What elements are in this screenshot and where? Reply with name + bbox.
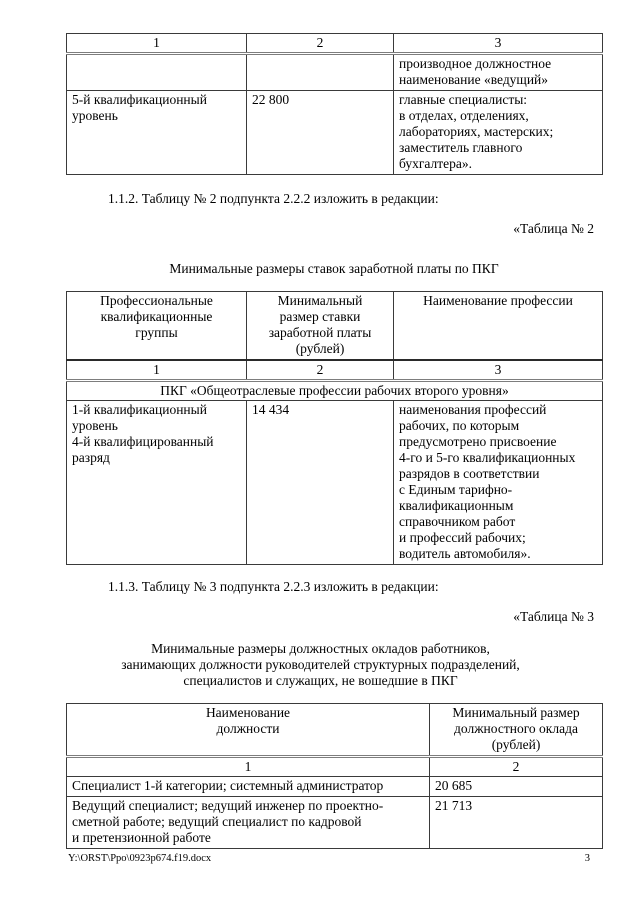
t3-r2-salary-cell: 21 713: [429, 796, 603, 849]
footer-page-number: 3: [584, 853, 590, 864]
t3-header-salary: Минимальный размер должностного оклада (…: [429, 703, 603, 758]
table-header-row: Профессиональные квалификационные группы…: [66, 291, 603, 361]
table3-title: Минимальные размеры должностных окладов …: [121, 641, 520, 688]
t3-header-position: Наименование должности: [66, 703, 430, 758]
t2-r1-profession-cell: наименования профессий рабочих, по котор…: [393, 400, 603, 565]
t2-colnum-2: 2: [246, 359, 394, 382]
t2-header-rate: Минимальный размер ставки заработной пла…: [246, 291, 394, 361]
table-row: Ведущий специалист; ведущий инженер по п…: [66, 796, 603, 849]
t2-r1-group-cell: 1-й квалификационный уровень 4-й квалифи…: [66, 400, 247, 565]
t3-r2-position-cell: Ведущий специалист; ведущий инженер по п…: [66, 796, 430, 849]
table-row: производное должностное наименование «ве…: [66, 53, 603, 91]
table-row: Специалист 1-й категории; системный адми…: [66, 776, 603, 797]
t1-r2-group-cell: 5-й квалификационный уровень: [66, 90, 247, 175]
t2-header-profession: Наименование профессии: [393, 291, 603, 361]
table-3: Наименование должности Минимальный разме…: [66, 703, 603, 849]
table-header-row: Наименование должности Минимальный разме…: [66, 703, 603, 758]
table-row: 1 2 3: [66, 359, 603, 382]
t1-colnum-3: 3: [393, 33, 603, 55]
t1-r1-rate-cell: [246, 53, 394, 91]
table2-title: Минимальные размеры ставок заработной пл…: [169, 261, 499, 276]
table-2: Профессиональные квалификационные группы…: [66, 291, 603, 565]
t3-r1-position-cell: Специалист 1-й категории; системный адми…: [66, 776, 430, 797]
paragraph-1-1-2: 1.1.2. Таблицу № 2 подпункта 2.2.2 излож…: [108, 191, 439, 206]
table-1-continuation: 1 2 3 производное должностное наименован…: [66, 33, 603, 175]
table-row: 1-й квалификационный уровень 4-й квалифи…: [66, 400, 603, 565]
table2-caption: «Таблица № 2: [513, 221, 594, 236]
t2-r1-rate-cell: 14 434: [246, 400, 394, 565]
t2-colnum-1: 1: [66, 359, 247, 382]
footer-file-path: Y:\ORST\Ppo\0923p674.f19.docx: [68, 853, 212, 864]
table-row: 1 2 3: [66, 33, 603, 55]
t2-header-groups: Профессиональные квалификационные группы: [66, 291, 247, 361]
t3-colnum-1: 1: [66, 756, 430, 777]
t1-r2-rate-cell: 22 800: [246, 90, 394, 175]
table-row: 1 2: [66, 756, 603, 777]
t1-r2-profession-cell: главные специалисты: в отделах, отделени…: [393, 90, 603, 175]
t2-colnum-3: 3: [393, 359, 603, 382]
t2-pkg-group-cell: ПКГ «Общеотраслевые профессии рабочих вт…: [66, 380, 603, 401]
page-footer: Y:\ORST\Ppo\0923p674.f19.docx 3: [68, 852, 590, 865]
t1-colnum-1: 1: [66, 33, 247, 55]
t1-colnum-2: 2: [246, 33, 394, 55]
t3-colnum-2: 2: [429, 756, 603, 777]
table-group-row: ПКГ «Общеотраслевые профессии рабочих вт…: [66, 380, 603, 401]
t1-r1-profession-cell: производное должностное наименование «ве…: [393, 53, 603, 91]
t3-r1-salary-cell: 20 685: [429, 776, 603, 797]
paragraph-1-1-3: 1.1.3. Таблицу № 3 подпункта 2.2.3 излож…: [108, 579, 439, 594]
table-row: 5-й квалификационный уровень 22 800 глав…: [66, 90, 603, 175]
t1-r1-group-cell: [66, 53, 247, 91]
table3-caption: «Таблица № 3: [513, 609, 594, 624]
